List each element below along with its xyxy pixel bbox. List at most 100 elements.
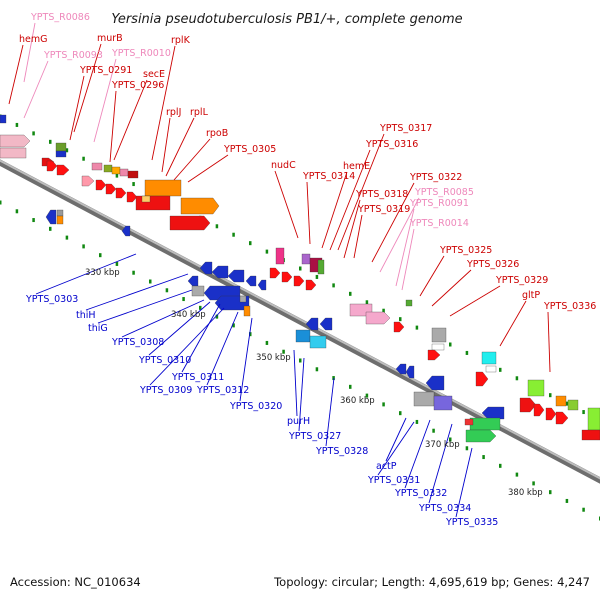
gene-block	[405, 299, 413, 307]
gene-arrow	[475, 371, 489, 387]
gene-block	[485, 365, 497, 373]
gene-block	[243, 305, 251, 317]
gene-arrow	[555, 411, 569, 425]
leader-line	[121, 299, 205, 338]
gene-block	[309, 335, 327, 349]
gene-arrow	[126, 191, 138, 203]
gene-block	[431, 343, 445, 351]
gene-label: YPTS_R0091	[409, 198, 469, 209]
gene-label: thiH	[76, 310, 96, 321]
leader-line	[148, 301, 211, 356]
gene-block	[141, 195, 151, 203]
gene-arrow	[211, 265, 229, 279]
tick-mark	[132, 270, 135, 275]
leader-line	[113, 79, 148, 161]
scale-label: 360 kbp	[340, 396, 375, 406]
gene-label: YPTS_R0085	[414, 187, 474, 198]
gene-label: YPTS_R0014	[409, 218, 469, 229]
leader-line	[353, 214, 363, 259]
gene-label: YPTS_R0010	[111, 48, 171, 59]
gene-arrow	[245, 275, 257, 287]
tick-mark	[315, 367, 319, 372]
tick-mark	[382, 308, 385, 313]
scale-label: 370 kbp	[425, 440, 460, 450]
leader-line	[499, 300, 527, 347]
gene-label: YPTS_0310	[138, 355, 191, 366]
gene-arrow	[519, 397, 537, 413]
gene-label: YPTS_0311	[171, 372, 224, 383]
gene-label: YPTS_0308	[111, 337, 164, 348]
gene-label: YPTS_0312	[196, 385, 249, 396]
tick-mark	[499, 463, 502, 468]
gene-block	[555, 395, 567, 407]
gene-arrow	[293, 275, 305, 287]
leader-line	[306, 181, 311, 245]
tick-mark	[65, 235, 69, 240]
gene-arrow	[545, 407, 557, 421]
gene-label: actP	[376, 461, 397, 472]
gene-label: YPTS_0331	[367, 475, 420, 486]
gene-label: YPTS_0328	[315, 446, 368, 457]
tick-mark	[349, 384, 352, 389]
gene-arrow	[121, 225, 131, 237]
gene-arrow	[395, 363, 407, 375]
gene-arrow	[180, 197, 220, 215]
backbone-line	[0, 159, 600, 484]
gene-block	[91, 162, 103, 171]
gene-arrow	[56, 164, 70, 176]
tick-mark	[365, 393, 369, 398]
tick-mark	[282, 349, 285, 354]
gene-label: YPTS_0316	[365, 139, 418, 150]
gene-label: gltP	[522, 290, 540, 301]
gene-block	[469, 417, 501, 431]
gene-label: YPTS_0318	[355, 189, 408, 200]
gene-label: thiG	[88, 323, 108, 334]
gene-block	[317, 259, 325, 275]
leader-line	[85, 273, 189, 311]
gene-label: YPTS_0332	[394, 488, 447, 499]
genome-summary-text: Topology: circular; Length: 4,695,619 bp…	[273, 575, 590, 589]
tick-mark	[499, 367, 502, 372]
gene-block	[587, 407, 600, 431]
leader-line	[206, 311, 239, 386]
gene-arrow	[465, 429, 497, 443]
gene-block	[135, 195, 171, 211]
leader-line	[377, 421, 415, 476]
leader-line	[274, 170, 299, 239]
leader-line	[395, 208, 415, 287]
leader-line	[455, 447, 473, 518]
leader-line	[97, 289, 193, 324]
gene-label: hemG	[19, 34, 47, 45]
gene-label: YPTS_0317	[379, 123, 432, 134]
gene-block	[464, 418, 474, 426]
backbone-highlight	[0, 159, 600, 480]
tick-mark	[482, 455, 485, 460]
gene-block	[301, 253, 311, 265]
gene-block	[191, 285, 205, 297]
gene-label: secE	[143, 69, 165, 80]
gene-arrow	[533, 403, 545, 417]
gene-features	[0, 114, 600, 443]
gene-arrow	[305, 317, 319, 331]
tick-mark	[315, 274, 319, 279]
gene-block	[431, 327, 447, 343]
gene-arrow	[425, 375, 445, 391]
tick-mark	[165, 288, 169, 293]
backbone	[0, 159, 600, 484]
tick-mark	[449, 342, 452, 347]
gene-label: nudC	[271, 160, 296, 171]
tick-mark	[515, 376, 519, 381]
gene-block	[56, 215, 64, 225]
gene-label: YPTS_0327	[288, 431, 341, 442]
tick-mark	[399, 317, 402, 322]
gene-block	[275, 247, 285, 265]
gene-label: YPTS_0322	[409, 172, 462, 183]
gene-block	[239, 295, 247, 303]
tick-mark	[132, 182, 135, 187]
gene-label: YPTS_0325	[439, 245, 492, 256]
gene-arrow	[169, 215, 211, 231]
leader-line	[419, 255, 445, 297]
gene-label: murB	[97, 33, 123, 44]
gene-label: YPTS_0305	[223, 144, 276, 155]
